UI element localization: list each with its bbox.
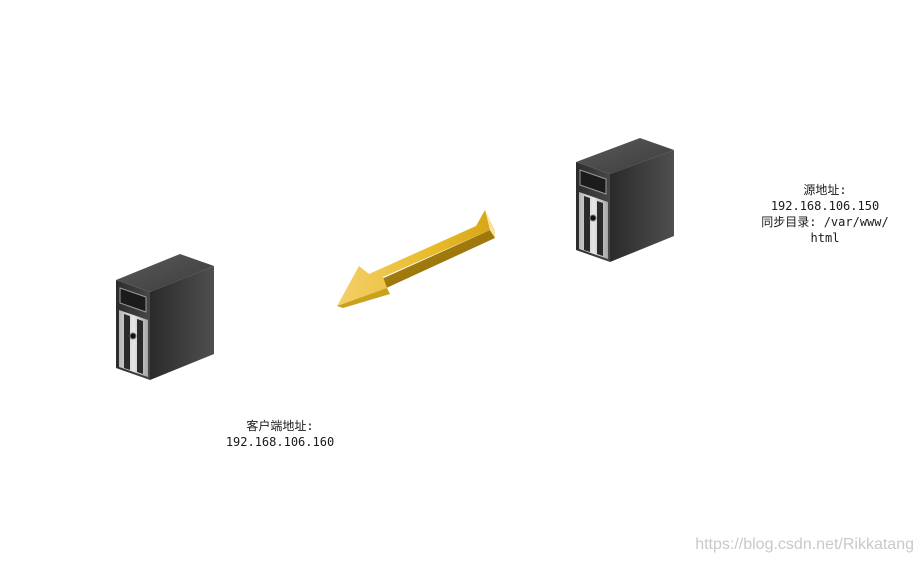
client-address-title: 客户端地址:: [246, 419, 314, 433]
source-address-label: 源地址: 192.168.106.150 同步目录: /var/www/ htm…: [745, 182, 905, 246]
sync-directory-line1: 同步目录: /var/www/: [761, 215, 889, 229]
arrow-left-icon: [335, 208, 500, 310]
source-address-title: 源地址:: [803, 183, 847, 197]
client-address-label: 客户端地址: 192.168.106.160: [200, 418, 360, 450]
client-server-icon: [110, 250, 222, 385]
source-server-icon: [572, 134, 684, 269]
source-ip: 192.168.106.150: [770, 199, 880, 213]
sync-directory-line2: html: [810, 231, 840, 245]
client-ip: 192.168.106.160: [225, 435, 335, 449]
watermark: https://blog.csdn.net/Rikkatang: [695, 536, 914, 553]
